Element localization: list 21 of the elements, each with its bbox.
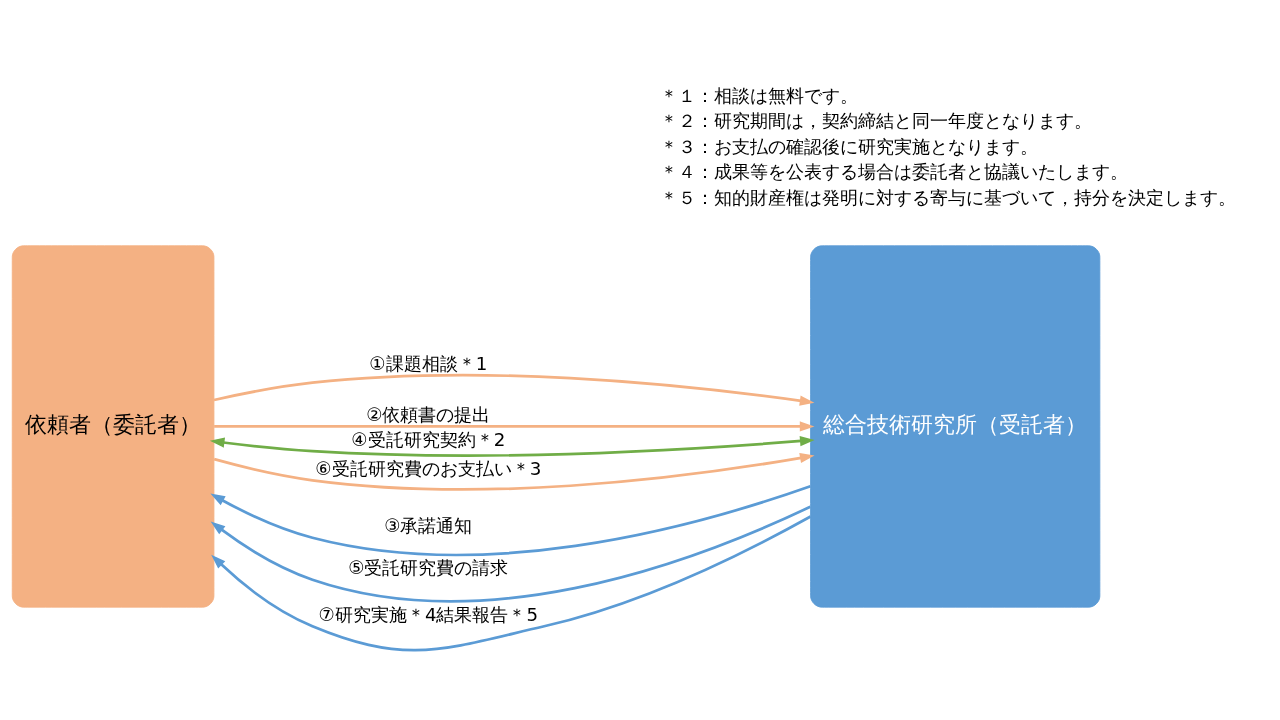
arrow [209,435,815,457]
arrow [213,452,815,491]
label: ＊３：お支払の確認後に研究実施となります。 [659,135,1038,157]
edge-label: ②依頼書の提出 [366,403,491,425]
edge-label: ③承諾通知 [384,514,473,536]
node-box: 依頼者（委託者） [11,244,215,608]
label: ＊５：知的財産権は発明に対する寄与に基づいて，持分を決定します。 [659,186,1236,208]
label: ＊２：研究期間は，契約締結と同一年度となります。 [659,109,1092,131]
arrow [210,484,811,556]
arrow [210,505,811,602]
arrow [214,420,815,432]
node-box: 総合技術研究所（受託者） [810,244,1101,608]
edge-label: ①課題相談＊1 [369,352,488,374]
edge-label: ⑤受託研究費の請求 [348,556,509,578]
label: ＊４：成果等を公表する場合は委託者と協議いたします。 [659,160,1128,182]
arrow [211,514,812,651]
edge-label: ⑥受託研究費のお支払い＊3 [315,457,542,479]
edge-label: ④受託研究契約＊2 [351,428,506,450]
label: ＊１：相談は無料です。 [659,84,858,106]
arrow [213,373,815,406]
edge-label: ⑦研究実施＊4結果報告＊5 [318,603,539,625]
